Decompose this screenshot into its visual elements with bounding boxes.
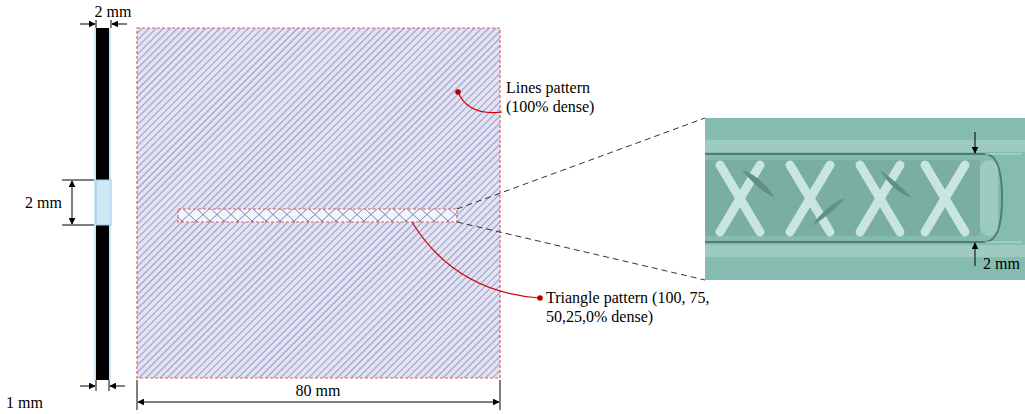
leader-line: [412, 222, 540, 298]
leader-line: [458, 92, 502, 113]
dimension-label: 2 mm: [983, 254, 1020, 273]
dimension-label: 1 mm: [6, 393, 43, 412]
dimension-label: 80 mm: [296, 381, 341, 400]
callout-label: Lines pattern (100% dense): [506, 78, 624, 116]
dimension-label: 2 mm: [25, 193, 62, 212]
plate-lines-pattern: [137, 28, 500, 378]
callout-label: Triangle pattern (100, 75, 50,25,0% dens…: [546, 288, 718, 326]
triangle-strip: [178, 209, 457, 222]
insert-region: [96, 180, 111, 225]
dimension-label: 2 mm: [95, 2, 132, 21]
micrograph-inset: [705, 118, 1025, 280]
